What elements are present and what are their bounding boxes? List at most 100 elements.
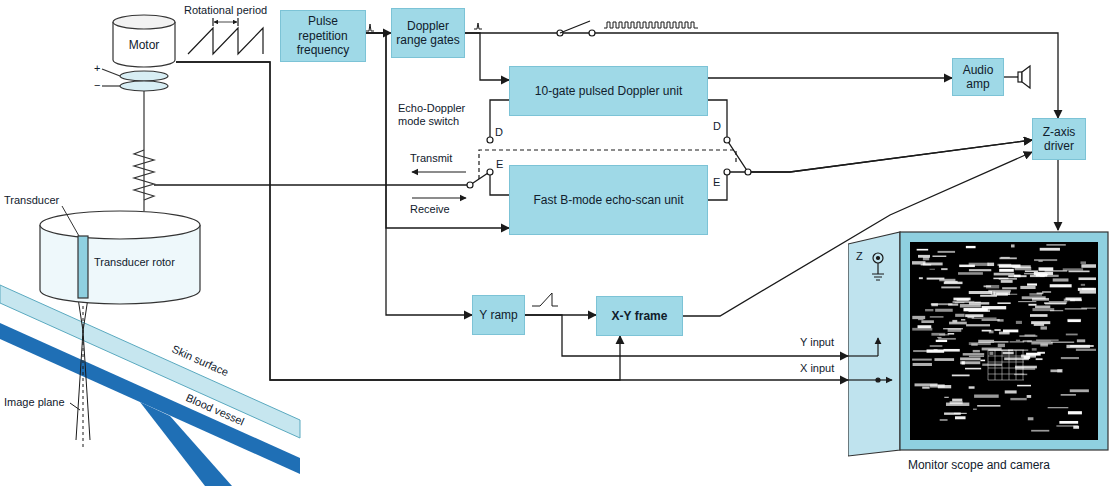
doppler-grid bbox=[988, 350, 1024, 351]
signal-line bbox=[525, 315, 848, 356]
echo-image bbox=[1049, 301, 1067, 302]
doppler-grid bbox=[988, 350, 989, 380]
echo-image bbox=[946, 403, 969, 406]
node-label: Audio amp bbox=[956, 63, 1000, 92]
motor-outline bbox=[113, 15, 175, 29]
echo-image bbox=[912, 261, 925, 264]
echo-image bbox=[1003, 352, 1014, 355]
label-anchor: Transducer bbox=[4, 194, 59, 207]
node-label: Pulse repetition frequency bbox=[284, 14, 362, 57]
pulse-train bbox=[604, 22, 698, 28]
echo-image bbox=[1040, 344, 1048, 347]
shaft-and-slip-rings bbox=[120, 71, 168, 81]
direction-arrow bbox=[412, 171, 466, 172]
echo-image bbox=[1081, 261, 1086, 264]
doppler-grid bbox=[1009, 350, 1010, 380]
echo-image bbox=[965, 314, 983, 317]
signal-line bbox=[366, 33, 472, 315]
doppler-grid bbox=[988, 350, 1024, 380]
echo-image bbox=[915, 383, 938, 386]
input-terminal bbox=[877, 338, 878, 356]
ground-symbol bbox=[872, 263, 884, 280]
echo-image bbox=[1001, 280, 1013, 283]
echo-image bbox=[1025, 270, 1038, 271]
echo-image bbox=[973, 350, 980, 352]
echo-image bbox=[919, 277, 923, 279]
echo-image bbox=[1081, 284, 1085, 286]
shaft-and-slip-rings bbox=[102, 85, 120, 86]
echo-image bbox=[1032, 348, 1037, 351]
echo-image bbox=[1040, 248, 1060, 251]
direction-arrow bbox=[412, 172, 466, 198]
echo-image bbox=[1036, 339, 1059, 341]
echo-image bbox=[1011, 244, 1015, 247]
echo-image bbox=[1053, 278, 1069, 281]
echo-image bbox=[1068, 411, 1082, 414]
process-box: Pulse repetition frequency bbox=[280, 10, 366, 62]
node-label: Y ramp bbox=[479, 308, 517, 322]
echo-image bbox=[1031, 321, 1050, 324]
echo-image bbox=[944, 397, 948, 398]
echo-image bbox=[931, 333, 945, 336]
process-box: Y ramp bbox=[472, 295, 525, 335]
signal-wire bbox=[1002, 76, 1018, 77]
skin-band bbox=[0, 285, 300, 438]
gate-switch bbox=[589, 30, 595, 36]
echo-image bbox=[972, 318, 997, 319]
transducer-rotor bbox=[40, 211, 200, 239]
label-anchor: + bbox=[94, 62, 100, 75]
transducer-rotor bbox=[40, 206, 200, 304]
echo-image bbox=[912, 244, 1096, 432]
echo-image bbox=[1061, 357, 1079, 359]
echo-image bbox=[937, 337, 941, 338]
echo-image bbox=[917, 249, 929, 251]
echo-image bbox=[1002, 287, 1017, 289]
mode-switch bbox=[487, 169, 493, 175]
echo-image bbox=[927, 349, 945, 352]
echo-image bbox=[977, 405, 1000, 406]
echo-image bbox=[968, 309, 990, 312]
part-label: Transducer bbox=[4, 194, 59, 206]
echo-image bbox=[1050, 284, 1072, 287]
scope-caption: Monitor scope and camera bbox=[848, 458, 1110, 472]
echo-image bbox=[1050, 369, 1061, 372]
echo-image bbox=[969, 342, 991, 345]
signal-wire bbox=[490, 175, 509, 195]
echo-image bbox=[966, 246, 976, 248]
echo-image bbox=[1046, 244, 1065, 246]
scope-housing bbox=[848, 232, 900, 456]
direction-arrow bbox=[412, 197, 466, 198]
process-box: Fast B-mode echo-scan unit bbox=[509, 165, 708, 235]
echo-image bbox=[918, 325, 932, 328]
echo-image bbox=[965, 368, 981, 370]
part-label: Receive bbox=[410, 203, 450, 215]
part-label: Image plane bbox=[4, 396, 65, 408]
echo-image bbox=[922, 387, 929, 389]
signal-wire bbox=[154, 184, 467, 185]
echo-image bbox=[1078, 288, 1096, 291]
node-label: X-Y frame bbox=[612, 309, 668, 323]
part-label: D bbox=[713, 120, 721, 132]
echo-image bbox=[943, 328, 963, 329]
echo-image bbox=[1019, 335, 1037, 337]
echo-image bbox=[1034, 259, 1057, 261]
speaker-symbol bbox=[1022, 66, 1030, 88]
echo-image bbox=[982, 364, 1002, 366]
echo-image bbox=[949, 322, 967, 325]
shaft-and-slip-rings bbox=[102, 69, 120, 76]
mode-switch bbox=[724, 169, 730, 175]
echo-image bbox=[1050, 310, 1063, 311]
echo-image bbox=[993, 278, 1008, 280]
echo-image bbox=[1008, 275, 1026, 277]
label-anchor: Y input bbox=[800, 336, 834, 349]
echo-image bbox=[1026, 353, 1041, 356]
label-anchor: X input bbox=[800, 362, 834, 375]
echo-image bbox=[1022, 296, 1046, 299]
label-anchor: D bbox=[495, 126, 503, 139]
echo-image bbox=[1044, 302, 1067, 303]
ultrasound-beam bbox=[83, 298, 90, 440]
echo-image bbox=[997, 319, 1003, 321]
echo-image bbox=[960, 357, 980, 360]
sawtooth-waveform bbox=[188, 18, 263, 54]
echo-image bbox=[969, 269, 991, 271]
